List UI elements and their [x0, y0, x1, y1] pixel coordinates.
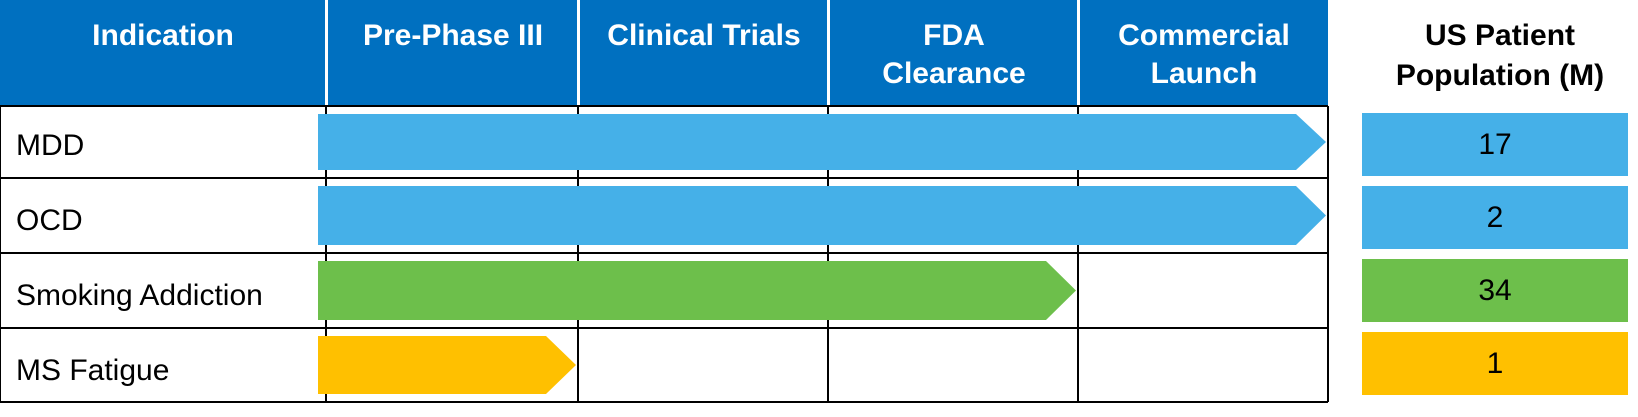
population-cell-ms-fatigue: 1 — [1362, 332, 1628, 395]
population-panel: US Patient Population (M) 17 2 34 1 — [1362, 0, 1638, 417]
header-indication: Indication — [0, 0, 326, 106]
header-clinical-trials-label: Clinical Trials — [607, 19, 801, 52]
progress-arrow-smoking-addiction — [318, 261, 1076, 320]
header-fda-clearance: FDA Clearance — [830, 0, 1078, 106]
pipeline-grid — [0, 105, 1329, 403]
header-indication-label: Indication — [92, 19, 234, 52]
row-label-mdd: MDD — [16, 128, 85, 162]
population-header: US Patient Population (M) — [1395, 19, 1605, 92]
progress-arrow-mdd — [318, 114, 1326, 170]
header-fda-clearance-label: FDA Clearance — [882, 19, 1026, 90]
header-commercial-launch: Commercial Launch — [1080, 0, 1328, 106]
row-label-smoking-addiction: Smoking Addiction — [16, 278, 263, 312]
population-cell-smoking-addiction: 34 — [1362, 259, 1628, 322]
header-commercial-launch-label: Commercial Launch — [1118, 19, 1290, 90]
progress-arrow-ms-fatigue — [318, 336, 576, 394]
population-cell-ocd: 2 — [1362, 186, 1628, 249]
header-clinical-trials: Clinical Trials — [580, 0, 828, 106]
progress-arrow-ocd — [318, 186, 1326, 245]
header-pre-phase-iii-label: Pre-Phase III — [362, 19, 544, 52]
population-cell-mdd: 17 — [1362, 113, 1628, 176]
header-pre-phase-iii: Pre-Phase III — [328, 0, 578, 106]
row-label-ocd: OCD — [16, 203, 83, 237]
pipeline-table: Indication Pre-Phase III Clinical Trials… — [0, 0, 1329, 403]
row-label-ms-fatigue: MS Fatigue — [16, 353, 170, 387]
